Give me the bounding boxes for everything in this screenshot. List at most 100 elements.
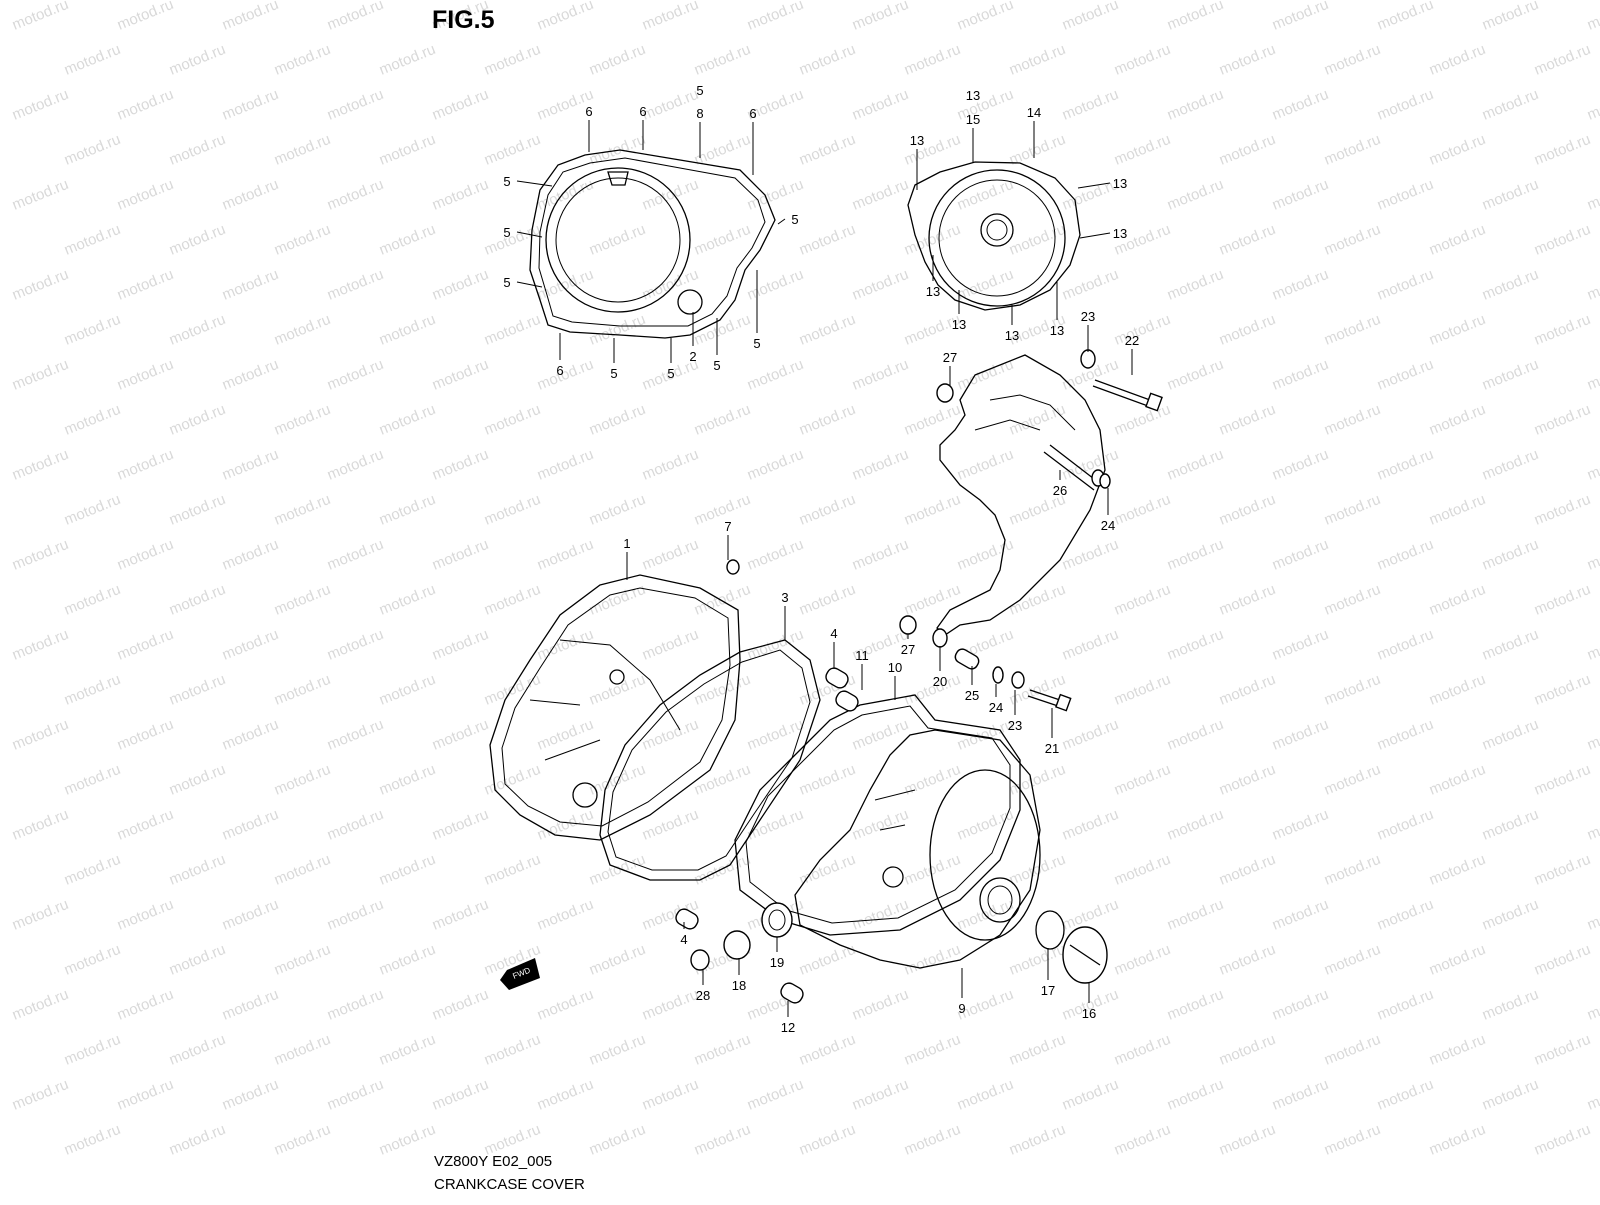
watermark-text: motod.ru — [1165, 716, 1226, 754]
watermark-text: motod.ru — [220, 86, 281, 124]
watermark-text: motod.ru — [1375, 446, 1436, 484]
watermark-text: motod.ru — [745, 716, 806, 754]
watermark-text: motod.ru — [1217, 941, 1278, 979]
watermark-text: motod.ru — [535, 896, 596, 934]
watermark-text: motod.ru — [220, 446, 281, 484]
part-callout: 5 — [696, 83, 703, 98]
watermark-text: motod.ru — [902, 41, 963, 79]
part-callout: 14 — [1027, 105, 1041, 120]
watermark-text: motod.ru — [1112, 131, 1173, 169]
clutch-cover-outer — [529, 149, 776, 339]
watermark-text: motod.ru — [692, 851, 753, 889]
part-callout: 1 — [623, 536, 630, 551]
generator-cover-outer — [907, 161, 1081, 311]
watermark-text: motod.ru — [1217, 491, 1278, 529]
watermark-text: motod.ru — [1427, 401, 1488, 439]
watermark-text: motod.ru — [272, 401, 333, 439]
watermark-text: motod.ru — [1585, 356, 1600, 394]
watermark-text: motod.ru — [272, 941, 333, 979]
watermark-text: motod.ru — [10, 86, 71, 124]
watermark-text: motod.ru — [587, 491, 648, 529]
part-callout: 26 — [1053, 483, 1067, 498]
watermark-text: motod.ru — [10, 896, 71, 934]
watermark-text: motod.ru — [692, 1031, 753, 1069]
watermark-text: motod.ru — [167, 671, 228, 709]
watermark-text: motod.ru — [1112, 671, 1173, 709]
part-callout: 4 — [830, 626, 837, 641]
watermark-text: motod.ru — [1480, 86, 1541, 124]
watermark-text: motod.ru — [797, 401, 858, 439]
part-callout: 6 — [639, 104, 646, 119]
watermark-text: motod.ru — [325, 266, 386, 304]
watermark-text: motod.ru — [1480, 176, 1541, 214]
part-callout: 5 — [610, 366, 617, 381]
watermark-text: motod.ru — [1112, 1121, 1173, 1159]
watermark-text: motod.ru — [482, 131, 543, 169]
watermark-text: motod.ru — [167, 851, 228, 889]
watermark-text: motod.ru — [1217, 671, 1278, 709]
part-callout: 20 — [933, 674, 947, 689]
watermark-text: motod.ru — [587, 581, 648, 619]
watermark-text: motod.ru — [640, 806, 701, 844]
watermark-text: motod.ru — [1375, 716, 1436, 754]
watermark-text: motod.ru — [587, 851, 648, 889]
watermark-text: motod.ru — [1322, 761, 1383, 799]
watermark-text: motod.ru — [167, 1121, 228, 1159]
watermark-text: motod.ru — [272, 1121, 333, 1159]
watermark-text: motod.ru — [1532, 761, 1593, 799]
watermark-text: motod.ru — [797, 131, 858, 169]
watermark-text: motod.ru — [1270, 716, 1331, 754]
bracket-end-20 — [932, 628, 948, 648]
watermark-text: motod.ru — [1060, 86, 1121, 124]
diagram-code: VZ800Y E02_005 — [434, 1153, 553, 1170]
watermark-text: motod.ru — [745, 0, 806, 34]
watermark-text: motod.ru — [377, 941, 438, 979]
watermark-text: motod.ru — [1217, 131, 1278, 169]
watermark-text: motod.ru — [1112, 761, 1173, 799]
watermark-text: motod.ru — [1217, 401, 1278, 439]
watermark-text: motod.ru — [272, 491, 333, 529]
part-callout: 23 — [1008, 718, 1022, 733]
watermark-text: motod.ru — [1270, 266, 1331, 304]
watermark-text: motod.ru — [1217, 761, 1278, 799]
part-callout: 13 — [952, 317, 966, 332]
watermark-text: motod.ru — [955, 86, 1016, 124]
watermark-text: motod.ru — [745, 266, 806, 304]
part-callout: 5 — [753, 336, 760, 351]
watermark-text: motod.ru — [272, 761, 333, 799]
watermark-text: motod.ru — [325, 176, 386, 214]
watermark-text: motod.ru — [1532, 1031, 1593, 1069]
o-ring-17 — [1035, 910, 1065, 950]
watermark-text: motod.ru — [62, 131, 123, 169]
watermark-text: motod.ru — [1270, 1076, 1331, 1114]
plug-16-slot — [1069, 944, 1101, 966]
part-callout: 10 — [888, 660, 902, 675]
watermark-text: motod.ru — [377, 581, 438, 619]
watermark-text: motod.ru — [377, 131, 438, 169]
watermark-text: motod.ru — [220, 0, 281, 34]
watermark-text: motod.ru — [115, 176, 176, 214]
watermark-text: motod.ru — [1480, 1076, 1541, 1114]
watermark-text: motod.ru — [1322, 851, 1383, 889]
watermark-text: motod.ru — [220, 1076, 281, 1114]
part-callout: 25 — [965, 688, 979, 703]
watermark-text: motod.ru — [377, 1031, 438, 1069]
watermark-text: motod.ru — [325, 446, 386, 484]
watermark-text: motod.ru — [1532, 941, 1593, 979]
watermark-text: motod.ru — [1112, 851, 1173, 889]
bolt-21 — [1027, 689, 1072, 712]
leader-line — [516, 281, 543, 288]
watermark-text: motod.ru — [1112, 311, 1173, 349]
watermark-text: motod.ru — [1585, 716, 1600, 754]
watermark-text: motod.ru — [1322, 581, 1383, 619]
watermark-text: motod.ru — [1322, 491, 1383, 529]
watermark-text: motod.ru — [1375, 986, 1436, 1024]
watermark-text: motod.ru — [482, 41, 543, 79]
watermark-text: motod.ru — [1427, 671, 1488, 709]
watermark-text: motod.ru — [955, 0, 1016, 34]
watermark-text: motod.ru — [377, 491, 438, 529]
watermark-text: motod.ru — [482, 671, 543, 709]
watermark-text: motod.ru — [325, 0, 386, 34]
watermark-text: motod.ru — [1375, 896, 1436, 934]
